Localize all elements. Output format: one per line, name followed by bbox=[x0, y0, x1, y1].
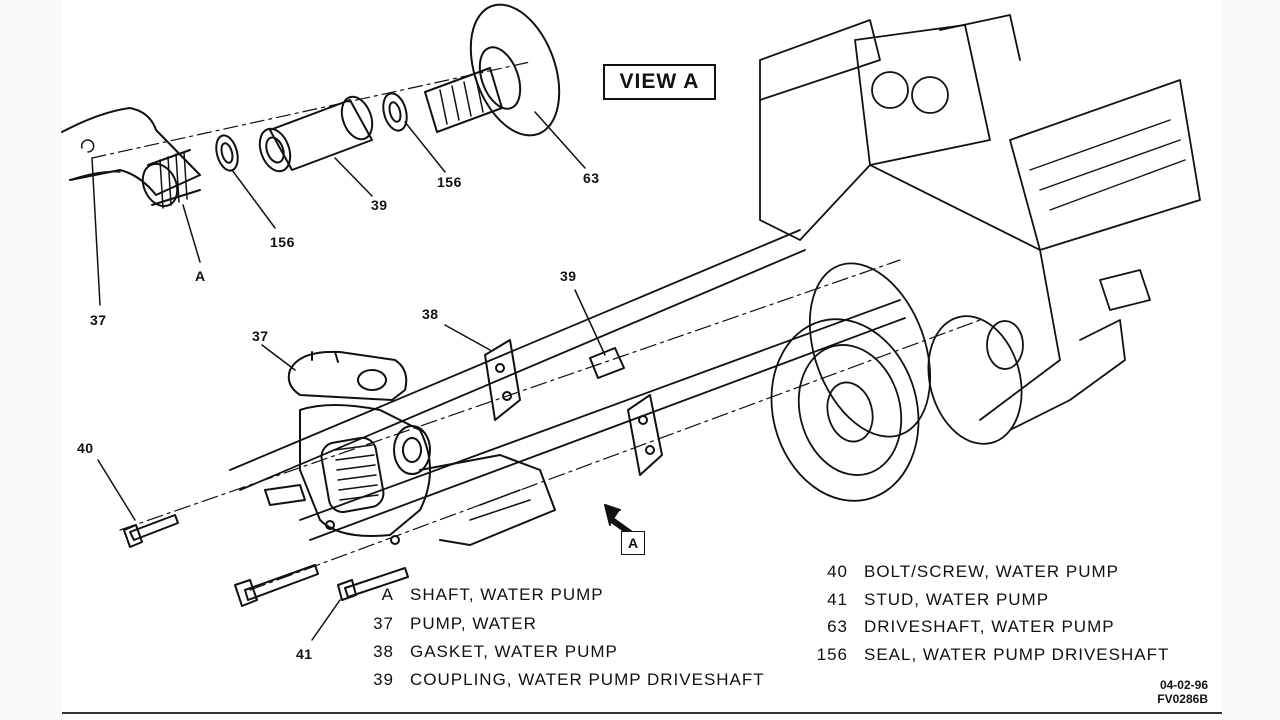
legend-text: BOLT/SCREW, WATER PUMP bbox=[864, 562, 1119, 581]
legend-code: 39 bbox=[373, 670, 394, 689]
legend-item: 37 PUMP, WATER bbox=[372, 614, 537, 634]
view-arrow-label: A bbox=[621, 531, 645, 555]
legend-item: 38 GASKET, WATER PUMP bbox=[372, 642, 618, 662]
callout-41: 41 bbox=[296, 646, 313, 662]
right-margin bbox=[1222, 0, 1280, 720]
legend-code: 41 bbox=[827, 590, 848, 609]
view-a-label: VIEW A bbox=[603, 64, 716, 100]
water-pump-body bbox=[264, 350, 556, 546]
legend-item: 39 COUPLING, WATER PUMP DRIVESHAFT bbox=[372, 670, 765, 690]
legend-code: 63 bbox=[827, 617, 848, 636]
callout-37-left: 37 bbox=[90, 312, 107, 328]
legend-text: SEAL, WATER PUMP DRIVESHAFT bbox=[864, 645, 1170, 664]
legend-item: 40 BOLT/SCREW, WATER PUMP bbox=[800, 562, 1119, 582]
legend-code: 38 bbox=[373, 642, 394, 661]
callout-38: 38 bbox=[422, 306, 439, 322]
callout-156-left: 156 bbox=[270, 234, 295, 250]
bolt-40-second bbox=[234, 564, 319, 607]
legend-code: A bbox=[381, 585, 394, 604]
seal-156-left bbox=[215, 134, 239, 172]
water-pump-shaft-a bbox=[61, 107, 201, 209]
figure-stamp: 04-02-96 FV0286B bbox=[1136, 678, 1208, 706]
stud-41 bbox=[337, 567, 409, 601]
bolt-40 bbox=[123, 514, 179, 548]
callout-37-pump: 37 bbox=[252, 328, 269, 344]
coupling-39-top bbox=[258, 95, 374, 173]
legend-text: SHAFT, WATER PUMP bbox=[410, 585, 604, 604]
callout-39-top: 39 bbox=[371, 197, 388, 213]
legend-text: STUD, WATER PUMP bbox=[864, 590, 1050, 609]
legend-code: 37 bbox=[373, 614, 394, 633]
legend-item: 41 STUD, WATER PUMP bbox=[800, 590, 1049, 610]
driveshaft-63 bbox=[424, 3, 561, 137]
legend-code: 40 bbox=[827, 562, 848, 581]
gasket-38 bbox=[484, 339, 521, 421]
legend-text: DRIVESHAFT, WATER PUMP bbox=[864, 617, 1115, 636]
crankshaft-pulley bbox=[770, 262, 1024, 502]
callout-63: 63 bbox=[583, 170, 600, 186]
long-shaft-lines bbox=[229, 229, 906, 541]
gasket-38-second bbox=[627, 394, 663, 476]
legend-text: COUPLING, WATER PUMP DRIVESHAFT bbox=[410, 670, 765, 689]
figure-id: FV0286B bbox=[1157, 692, 1208, 706]
coupling-39-mid bbox=[589, 347, 625, 379]
legend-code: 156 bbox=[816, 645, 848, 664]
engine-block bbox=[759, 14, 1201, 431]
legend-item: 156 SEAL, WATER PUMP DRIVESHAFT bbox=[800, 645, 1169, 665]
callout-39-mid: 39 bbox=[560, 268, 577, 284]
left-margin bbox=[0, 0, 62, 720]
seal-156-right bbox=[382, 92, 408, 132]
legend-item: A SHAFT, WATER PUMP bbox=[372, 585, 604, 605]
legend-item: 63 DRIVESHAFT, WATER PUMP bbox=[800, 617, 1115, 637]
legend-text: PUMP, WATER bbox=[410, 614, 537, 633]
callout-a: A bbox=[195, 268, 206, 284]
figure-date: 04-02-96 bbox=[1159, 678, 1208, 692]
callout-40: 40 bbox=[77, 440, 94, 456]
callout-156-top: 156 bbox=[437, 174, 462, 190]
bottom-rule bbox=[62, 712, 1222, 714]
legend-text: GASKET, WATER PUMP bbox=[410, 642, 618, 661]
